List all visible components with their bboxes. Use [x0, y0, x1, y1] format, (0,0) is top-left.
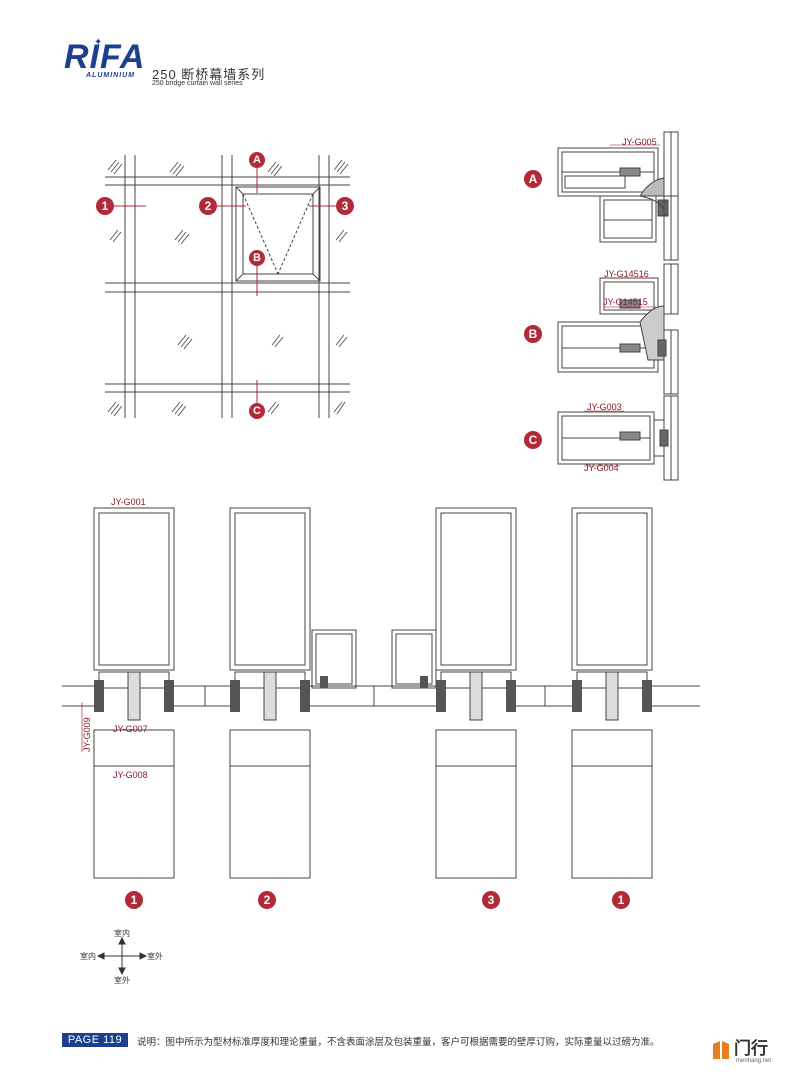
series-title-en: 250 bridge curtain wall series [152, 80, 243, 87]
marker-a: A [249, 152, 265, 168]
section-marker-a: A [524, 170, 542, 188]
compass-left-label: 室内 [80, 952, 96, 961]
section-marker-b: B [524, 325, 542, 343]
logo-star-icon: ✦ [94, 37, 103, 48]
compass-right-label: 室外 [147, 952, 163, 961]
label-jy-g001: JY-G001 [111, 497, 146, 507]
label-jy-g003: JY-G003 [587, 402, 622, 412]
plan-marker-1: 1 [125, 891, 143, 909]
label-jy-g14516: JY-G14516 [604, 269, 649, 279]
marker-b: B [249, 250, 265, 266]
elevation-grid [105, 155, 350, 418]
gaskets [94, 676, 652, 712]
label-jy-g009: JY-G009 [82, 717, 92, 752]
page-number: PAGE 119 [62, 1033, 128, 1047]
marker-c: C [249, 403, 265, 419]
label-jy-g007: JY-G007 [113, 724, 148, 734]
watermark-cn: 门行 [734, 1039, 768, 1058]
label-jy-g005: JY-G005 [622, 137, 657, 147]
section-b [557, 263, 679, 395]
label-jy-g004: JY-G004 [584, 463, 619, 473]
compass-up-label: 室内 [114, 929, 130, 938]
section-c [557, 395, 679, 481]
label-jy-g008: JY-G008 [113, 770, 148, 780]
plan-marker-3: 3 [482, 891, 500, 909]
watermark-en: menhang.net [736, 1058, 772, 1064]
plan-mullions [93, 507, 653, 879]
plan-marker-2: 2 [258, 891, 276, 909]
brand-logo: ✦ RIFA ALUMINIUM [64, 37, 146, 79]
brand-subtitle: ALUMINIUM [86, 72, 136, 79]
series-title-cn: 250 断桥幕墙系列 [152, 67, 266, 82]
plan-marker-1b: 1 [612, 891, 630, 909]
label-jy-g14515: JY-G14515 [603, 297, 648, 307]
marker-2: 2 [199, 197, 217, 215]
footer-note: 说明：图中所示为型材标准厚度和理论重量，不含表面涂层及包装重量，客户可根据需要的… [137, 1037, 660, 1048]
compass-down-label: 室外 [114, 976, 130, 985]
compass-arrows [96, 936, 148, 976]
marker-3: 3 [336, 197, 354, 215]
section-a [557, 131, 679, 261]
section-marker-c: C [524, 431, 542, 449]
marker-1: 1 [96, 197, 114, 215]
glass-panels [62, 685, 700, 707]
watermark-logo-icon [713, 1041, 729, 1059]
watermark: 门行 menhang.net [712, 1040, 771, 1064]
brand-name: RIFA [64, 38, 146, 76]
